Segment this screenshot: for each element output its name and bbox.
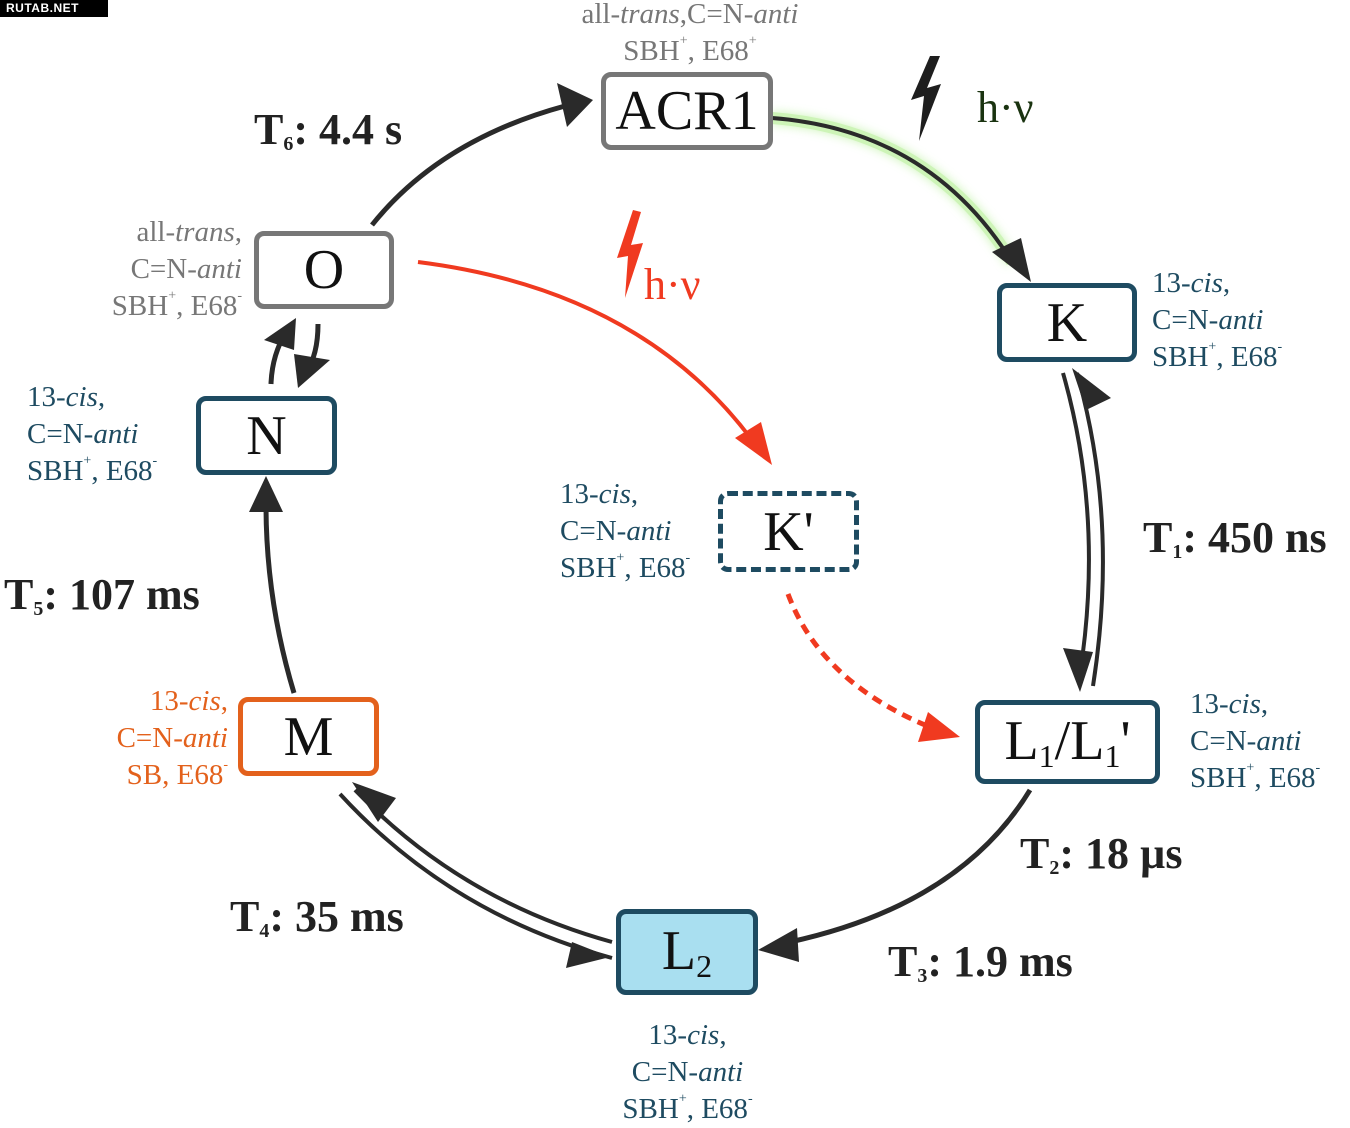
arrow-l1-to-k: [1075, 372, 1105, 687]
arrowhead-o-from-n: [264, 318, 296, 350]
annotation-acr1: all-trans,C=N-anti SBH+, E68+: [581, 0, 799, 67]
label-t2: T2: 18 µs: [1020, 829, 1183, 879]
l1-sub1: 1: [1038, 737, 1055, 774]
arrow-l1-to-l2: [789, 788, 1033, 945]
arrowhead-kprime: [735, 422, 772, 465]
state-l2[interactable]: L2: [616, 909, 758, 995]
label-t3: T3: 1.9 ms: [888, 937, 1073, 987]
l1-slash: /L: [1054, 709, 1105, 772]
arrowhead-l2: [758, 928, 799, 962]
l2-sub: 2: [696, 947, 713, 984]
arrow-acr1-to-k-glow: [771, 112, 1018, 266]
annotation-l1: 13-cis, C=N-anti SBH+, E68-: [1190, 688, 1321, 794]
state-acr1-label: ACR1: [615, 80, 759, 142]
l1-prime: ': [1120, 709, 1131, 772]
label-t1: T1: 450 ns: [1143, 513, 1327, 563]
arrowhead-n: [249, 476, 283, 512]
arrowhead-k: [992, 238, 1031, 282]
watermark: RUTAB.NET: [0, 0, 108, 17]
arrow-k-to-l1: [1061, 372, 1091, 681]
state-l2-label: L2: [662, 923, 712, 982]
state-o[interactable]: O: [254, 231, 394, 309]
annotation-kprime: 13-cis, C=N-anti SBH+, E68-: [560, 478, 691, 584]
state-m[interactable]: M: [238, 697, 379, 776]
state-n[interactable]: N: [196, 396, 337, 475]
state-acr1[interactable]: ACR1: [601, 72, 773, 150]
arrowhead-k-from-l1: [1072, 368, 1111, 410]
state-kprime-label: K': [763, 500, 814, 563]
l2-main: L: [661, 919, 697, 982]
arrow-o-to-acr1: [370, 103, 566, 227]
annotation-n: 13-cis, C=N-anti SBH+, E68-: [27, 381, 158, 487]
label-green-hv: h·ν: [977, 83, 1034, 132]
annotation-l2: 13-cis, C=N-anti SBH+, E68-: [622, 1019, 753, 1125]
state-n-label: N: [246, 404, 287, 467]
l1-main: L: [1004, 709, 1039, 772]
arrowhead-l2-from-m: [566, 942, 610, 968]
arrow-acr1-to-k: [771, 116, 1014, 264]
lightning-red-icon: [617, 210, 643, 298]
label-t4: T4: 35 ms: [230, 892, 404, 942]
state-kprime[interactable]: K': [718, 491, 859, 572]
state-l1[interactable]: L1/L1': [975, 700, 1160, 784]
arrowhead-n-from-o: [294, 354, 330, 388]
l1-sub2: 1: [1104, 737, 1121, 774]
state-l1-label: L1/L1': [1004, 713, 1130, 772]
arrowhead-l1-from-kprime: [918, 712, 960, 742]
arrow-l2-to-m: [353, 788, 613, 944]
arrow-m-to-n: [263, 504, 297, 694]
state-m-label: M: [283, 705, 334, 768]
annotation-o: all-trans, C=N-anti SBH+, E68-: [111, 216, 242, 322]
label-t5: T5: 107 ms: [4, 570, 200, 620]
label-red-hv: h·ν: [644, 260, 701, 309]
state-k-label: K: [1046, 291, 1088, 354]
arrowhead-acr1: [557, 83, 593, 127]
state-k[interactable]: K: [997, 283, 1137, 362]
lightning-dark-icon: [911, 56, 941, 141]
arrow-o-to-kprime: [417, 260, 754, 442]
arrow-m-to-l2: [338, 792, 613, 960]
arrowhead-l1-from-k: [1063, 648, 1093, 692]
arrowhead-m: [352, 782, 396, 822]
annotation-k: 13-cis, C=N-anti SBH+, E68-: [1152, 267, 1283, 373]
arrow-kprime-to-l1: [785, 593, 926, 728]
label-t6: T6: 4.4 s: [254, 105, 403, 155]
annotation-m: 13-cis, C=N-anti SB, E68-: [116, 685, 228, 791]
state-o-label: O: [303, 239, 345, 301]
